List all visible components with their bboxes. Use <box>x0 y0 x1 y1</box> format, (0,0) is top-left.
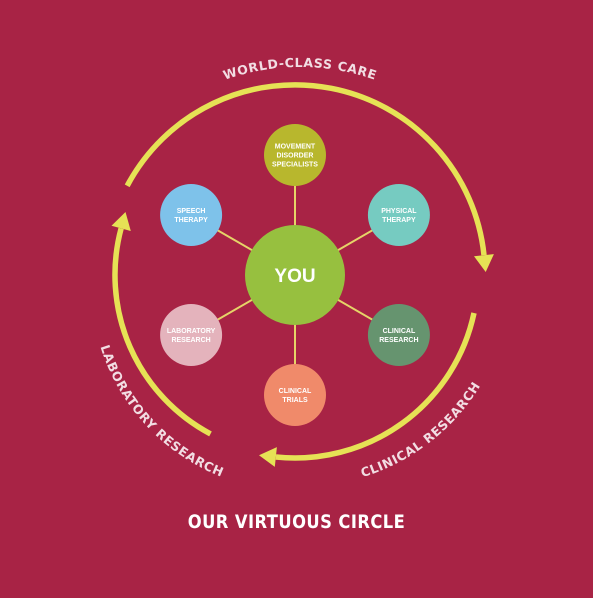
node-label-line: TRIALS <box>282 397 308 404</box>
cycle-label-laboratory-research: LABORATORY RESEARCH <box>98 343 227 480</box>
node-label: SPEECH THERAPY <box>174 208 208 224</box>
arrow-arc <box>112 227 212 437</box>
cycle-label-world-class-care: WORLD-CLASS CARE <box>221 55 379 83</box>
node-label-line: RESEARCH <box>379 337 418 344</box>
diagram-nodes: MOVEMENT DISORDER SPECIALISTS PHYSICAL THERA… <box>160 124 430 426</box>
node-movement-disorder-specialists: MOVEMENT DISORDER SPECIALISTS <box>264 124 326 186</box>
node-circle <box>367 184 430 246</box>
node-label-line: MOVEMENT <box>275 144 316 151</box>
node-clinical-research: CLINICAL RESEARCH <box>367 304 430 366</box>
node-circle <box>264 364 326 426</box>
arrowhead-icon <box>111 212 131 231</box>
diagram-caption: OUR VIRTUOUS CIRCLE <box>187 511 406 533</box>
arrow-laboratory-research <box>111 212 212 437</box>
node-circle <box>264 124 326 186</box>
node-label-line: SPECIALISTS <box>272 162 318 169</box>
node-label-line: THERAPY <box>382 217 416 224</box>
node-circle <box>367 304 430 366</box>
node-label-line: LABORATORY <box>167 328 216 335</box>
node-label: PHYSICAL THERAPY <box>381 208 417 224</box>
node-clinical-trials: CLINICAL TRIALS <box>264 364 326 426</box>
arrow-arc <box>275 312 477 461</box>
center-label: YOU <box>274 266 315 287</box>
node-label: CLINICAL RESEARCH <box>379 328 418 344</box>
cycle-arrows <box>111 82 494 467</box>
node-label: MOVEMENT DISORDER SPECIALISTS <box>272 144 318 169</box>
node-circle <box>160 304 223 366</box>
center-circle <box>245 225 345 325</box>
arrow-arc <box>124 82 487 256</box>
node-circle <box>160 184 223 246</box>
node-label-line: DISORDER <box>277 153 314 160</box>
node-physical-therapy: PHYSICAL THERAPY <box>367 184 430 246</box>
center-node-you: YOU <box>245 225 345 325</box>
node-label: LABORATORY RESEARCH <box>167 328 216 344</box>
node-label-line: PHYSICAL <box>381 208 417 215</box>
arrow-world-class-care <box>124 82 494 272</box>
node-label-line: SPEECH <box>177 208 206 215</box>
arrow-clinical-research <box>259 312 477 467</box>
arrowhead-icon <box>259 447 277 467</box>
node-laboratory-research: LABORATORY RESEARCH <box>160 304 223 366</box>
node-speech-therapy: SPEECH THERAPY <box>160 184 223 246</box>
node-label-line: CLINICAL <box>383 328 416 335</box>
cycle-label-clinical-research: CLINICAL RESEARCH <box>359 379 484 480</box>
node-label-line: RESEARCH <box>171 337 210 344</box>
arrowhead-icon <box>474 254 494 272</box>
node-label-line: CLINICAL <box>279 388 312 395</box>
node-label-line: THERAPY <box>174 217 208 224</box>
node-label: CLINICAL TRIALS <box>279 388 312 404</box>
